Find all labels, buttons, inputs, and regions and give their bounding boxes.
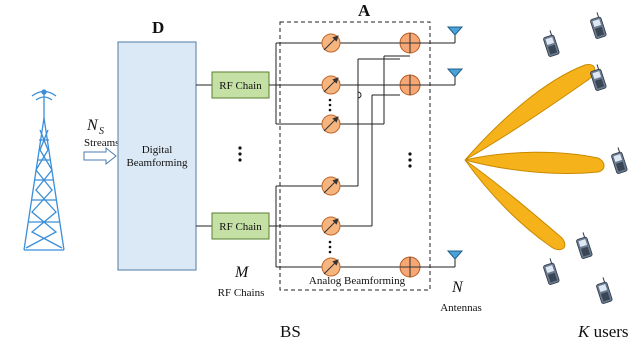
antenna-icon [446,250,464,260]
antennas-label: Antennas [440,302,482,314]
users-text: users [589,322,628,341]
phase-shifter-ellipsis-bottom [328,240,332,254]
mobile-phone-icon [596,277,613,304]
mobile-phone-icon [590,64,607,91]
digital-block-letter: D [152,18,164,37]
mobile-phone-icon [611,147,628,174]
rf-chain-ellipsis [238,146,242,162]
phase-shifter-icon [321,114,341,134]
phase-shifter-icon [321,216,341,236]
digital-bf-line1: Digital [142,144,173,156]
ns-subscript: S [99,126,104,137]
mobile-phone-icon [543,258,560,285]
streams-label: Streams [84,137,119,149]
n-symbol: N [451,279,464,296]
adder-icon [399,256,421,278]
adder-ellipsis [408,152,412,168]
rf-chain-bottom [211,212,270,240]
phase-to-adder-wiring [340,42,410,268]
base-station-tower-icon [23,89,65,251]
analog-block-letter: A [358,1,371,20]
analog-beamforming-box [279,21,431,291]
mobile-phone-icon [590,12,607,39]
phase-shifter-icon [321,33,341,53]
rf-chains-label: RF Chains [218,287,265,299]
ns-symbol: N [86,117,99,134]
antenna-icon [446,68,464,78]
mobile-phone-icon [576,232,593,259]
bs-label: BS [280,322,301,341]
rf-chain-bottom-label: RF Chain [219,221,262,233]
rf-chain-top-label: RF Chain [219,80,262,92]
adder-icon [399,32,421,54]
streams-arrow [83,146,117,166]
mobile-phone-icon [543,30,560,57]
m-symbol: M [234,264,250,281]
phase-shifter-icon [321,75,341,95]
k-users-label: K users [577,322,629,341]
adder-icon [399,74,421,96]
beam-lobe-icon [464,64,605,251]
k-symbol: K [577,322,591,341]
antenna-icon [446,26,464,36]
digital-bf-line2: Beamforming [126,157,188,169]
phase-shifter-ellipsis-top [328,98,332,112]
phase-shifter-icon [321,257,341,277]
digital-beamforming-block [117,41,197,271]
rf-to-phase-wiring [269,42,322,268]
adder-to-antenna-wiring [420,34,456,268]
analog-bf-label: Analog Beamforming [309,275,406,287]
phase-shifter-icon [321,176,341,196]
